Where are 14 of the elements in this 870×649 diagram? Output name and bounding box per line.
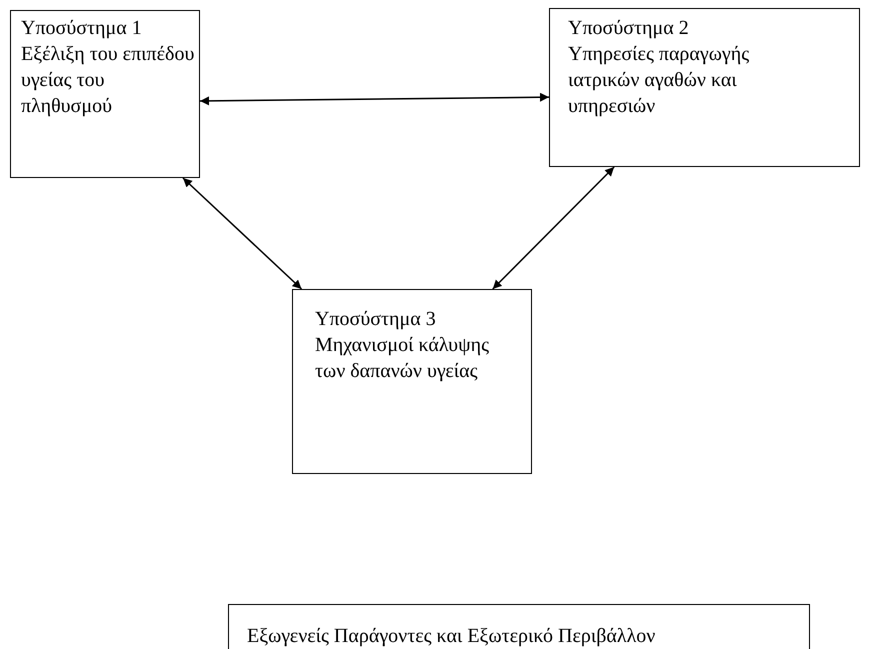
box-heading: Υποσύστημα 2 (568, 16, 690, 41)
box-heading: Υποσύστημα 3 (315, 307, 437, 332)
box-heading: Υποσύστημα 1 (21, 16, 143, 41)
box-text: Εξέλιξη του επιπέδου υγείας του πληθυσμού (21, 42, 196, 119)
double-arrow (200, 92, 549, 106)
text-box (292, 289, 532, 474)
double-arrow (182, 177, 302, 290)
box-text: Εξωγενείς Παράγοντες και Εξωτερικό Περιβάλλον (247, 624, 656, 649)
text-box (10, 10, 200, 178)
box-text: Υπηρεσίες παραγωγής ιατρικών αγαθών και υπηρεσιών (568, 42, 750, 119)
text-box (549, 8, 860, 167)
box-text: Μηχανισμοί κάλυψης των δαπανών υγείας (315, 333, 490, 384)
double-arrow (492, 166, 615, 290)
text-box (228, 604, 810, 649)
